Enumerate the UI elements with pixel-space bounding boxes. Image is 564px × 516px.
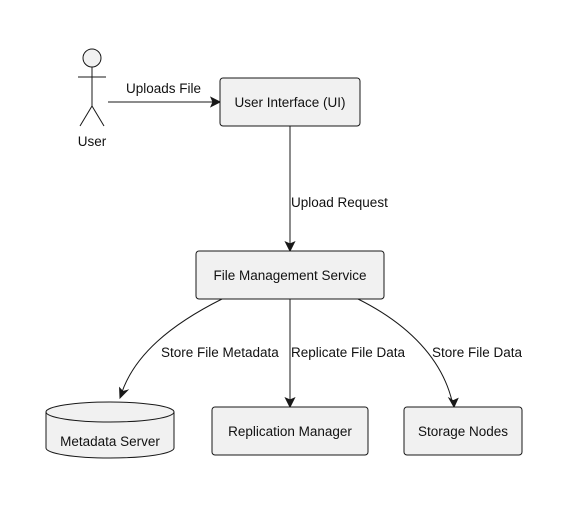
actor-label: User	[78, 134, 107, 149]
edge-label-upload-request: Upload Request	[291, 195, 388, 210]
node-storage-nodes: Storage Nodes	[403, 406, 523, 456]
arrowhead-icon	[447, 396, 459, 409]
actor-head	[82, 48, 102, 68]
edge-label-store-file-data: Store File Data	[432, 345, 523, 360]
actor-left-leg	[79, 105, 93, 127]
node-label-user-interface: User Interface (UI)	[234, 95, 345, 110]
node-user-interface: User Interface (UI)	[219, 77, 361, 127]
edge-replicate-file-data: Replicate File Data	[284, 299, 406, 409]
edge-upload-request: Upload Request	[284, 126, 388, 253]
arrowhead-icon	[119, 386, 130, 400]
edge-store-file-metadata: Store File Metadata	[119, 298, 279, 400]
edge-label-store-file-metadata: Store File Metadata	[161, 345, 279, 360]
edge-label-replicate-file-data: Replicate File Data	[291, 345, 406, 360]
node-replication-manager: Replication Manager	[211, 406, 369, 456]
arrowhead-icon	[209, 96, 222, 108]
edge-store-file-data: Store File Data	[357, 298, 523, 409]
node-file-management-service: File Management Service	[195, 250, 385, 300]
node-label-metadata-server: Metadata Server	[60, 434, 160, 449]
node-label-file-management-service: File Management Service	[213, 268, 366, 283]
node-label-storage-nodes: Storage Nodes	[418, 424, 508, 439]
user-actor: User	[78, 48, 107, 149]
node-metadata-server: Metadata Server	[45, 401, 175, 459]
edge-uploads-file: Uploads File	[108, 81, 222, 108]
node-label-replication-manager: Replication Manager	[228, 424, 352, 439]
actor-right-leg	[91, 105, 105, 127]
edge-label-uploads-file: Uploads File	[126, 81, 201, 96]
arrowhead-icon	[284, 240, 296, 253]
arrowhead-icon	[284, 396, 296, 409]
